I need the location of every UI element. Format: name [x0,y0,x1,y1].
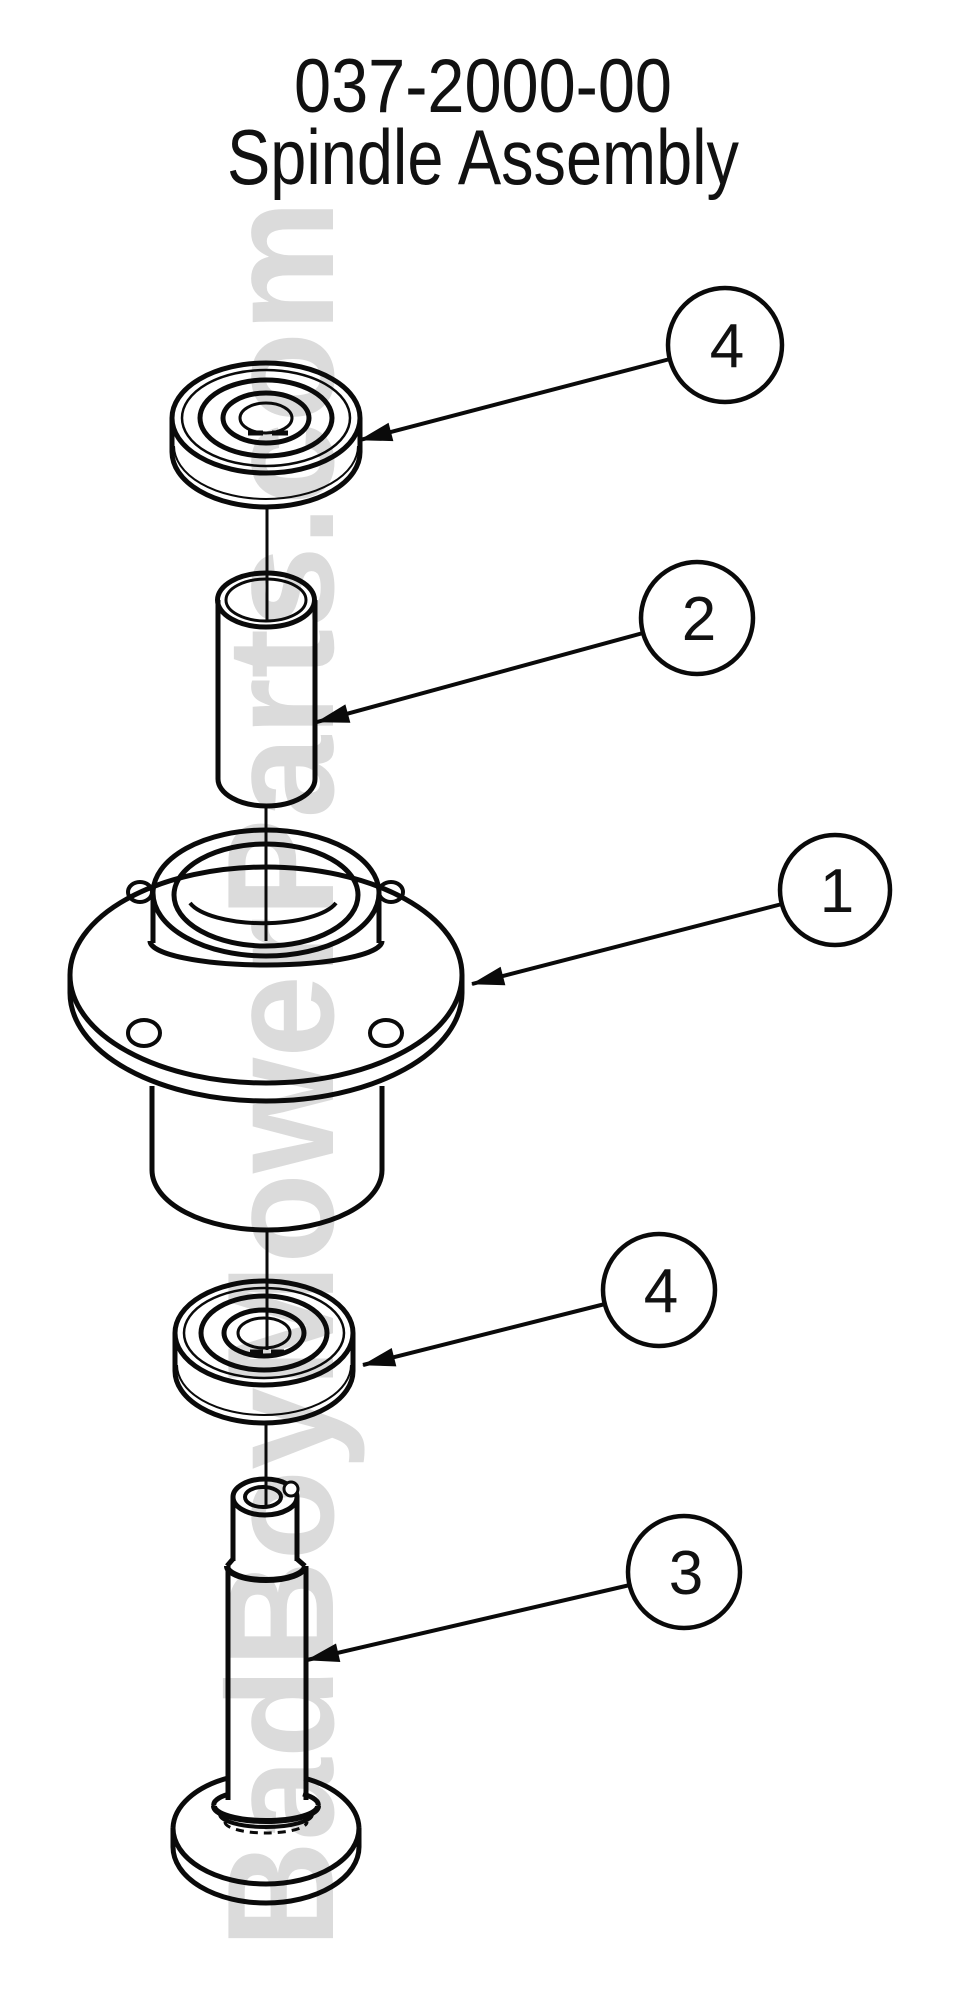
callout-4-lower-label: 4 [644,1257,678,1326]
callout-1 [471,832,893,986]
title-assembly-name: Spindle Assembly [227,113,739,201]
bearing-upper-drawing [169,360,363,510]
callout-2-label: 2 [682,585,716,654]
callout-4-upper-label: 4 [710,312,744,381]
callout-3-leader [306,1583,631,1663]
callout-1-circle [777,832,893,948]
callout-2-leader [316,631,644,724]
callout-3-circle [625,1513,743,1631]
callout-4-lower [362,1231,718,1367]
spacer-tube-drawing [215,570,318,809]
callout-3-label: 3 [669,1539,703,1608]
callout-2-circle [638,559,756,677]
callout-4-upper-circle [665,285,785,405]
callout-4-upper-leader [359,357,671,442]
callout-2 [316,559,756,724]
callout-1-leader [471,902,783,986]
callout-4-lower-circle [600,1231,718,1349]
spindle-housing-drawing [67,827,465,1233]
callout-4-upper [359,285,785,442]
spindle-shaft-drawing [170,1476,362,1906]
callout-3 [306,1513,743,1663]
title-block: 037-2000-00 Spindle Assembly [227,44,739,201]
bearing-lower-drawing [172,1278,356,1426]
callout-4-lower-leader [362,1302,606,1367]
title-part-number: 037-2000-00 [294,44,672,129]
callout-1-label: 1 [820,857,854,926]
